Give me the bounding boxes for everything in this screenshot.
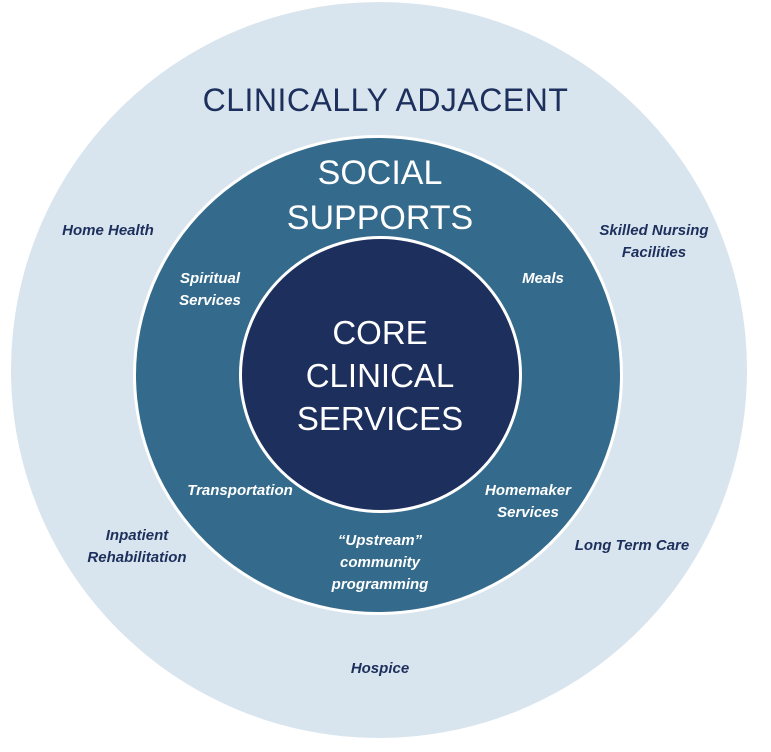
social-supports-title: SOCIAL SUPPORTS bbox=[286, 154, 474, 237]
core-clinical-services-title: CORE CLINICAL SERVICES bbox=[296, 314, 464, 437]
label-upstream-community-programming: “Upstream” community programming bbox=[331, 532, 429, 593]
label-meals: Meals bbox=[522, 270, 564, 287]
label-hospice: Hospice bbox=[350, 660, 410, 677]
label-skilled-nursing-facilities: Skilled Nursing Facilities bbox=[599, 222, 709, 261]
label-inpatient-rehabilitation: Inpatient Rehabilitation bbox=[87, 527, 187, 566]
label-long-term-care: Long Term Care bbox=[574, 537, 690, 554]
core-clinical-services-circle bbox=[239, 236, 522, 513]
label-spiritual-services: Spiritual Services bbox=[179, 270, 241, 309]
clinically-adjacent-title: CLINICALLY ADJACENT bbox=[202, 82, 569, 118]
label-home-health: Home Health bbox=[62, 222, 154, 239]
label-homemaker-services: Homemaker Services bbox=[485, 482, 571, 521]
label-transportation: Transportation bbox=[187, 482, 293, 499]
